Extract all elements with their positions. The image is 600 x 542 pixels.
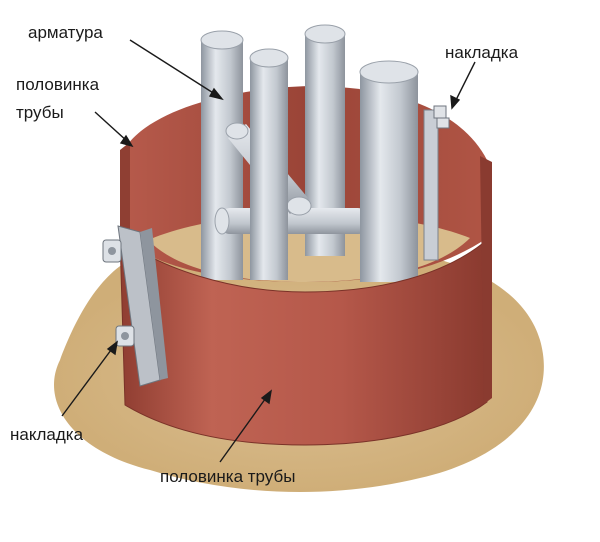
- label-half-pipe-top-line2: трубы: [16, 103, 64, 122]
- label-half-pipe-bottom: половинка трубы: [160, 467, 296, 486]
- overlay-plate-bottom: [102, 225, 168, 387]
- label-half-pipe-top-line1: половинка: [16, 75, 100, 94]
- pipe-left-edge: [120, 142, 130, 240]
- label-overlay-bottom: накладка: [10, 425, 84, 444]
- label-overlay-top: накладка: [445, 43, 519, 62]
- leader-lines: [61, 39, 476, 463]
- overlay-plate-top: [423, 105, 450, 261]
- pipe-right-edge: [480, 156, 492, 404]
- label-rebar: арматура: [28, 23, 103, 42]
- rebar-rods: [200, 24, 419, 282]
